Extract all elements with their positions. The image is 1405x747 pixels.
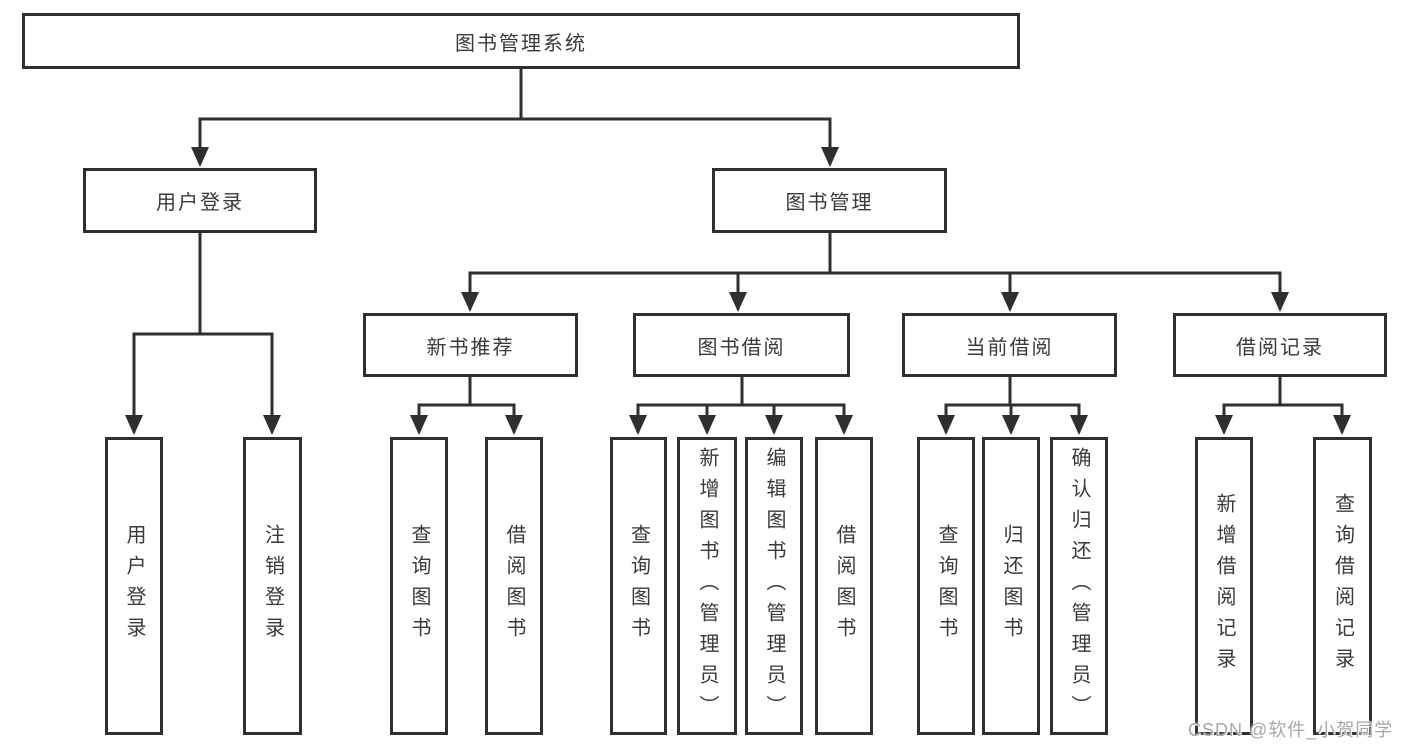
node-label: 确认归还（管理员） bbox=[1068, 446, 1090, 726]
node-label: 用户登录 bbox=[123, 524, 145, 648]
node-label: 用户登录 bbox=[156, 192, 244, 214]
node-leaf-query-books-borrowing: 查询图书 bbox=[610, 437, 667, 735]
node-label: 借阅记录 bbox=[1236, 336, 1324, 359]
node-label: 归还图书 bbox=[1000, 524, 1022, 648]
node-label: 查询图书 bbox=[627, 524, 650, 648]
node-label: 新书推荐 bbox=[426, 336, 515, 359]
node-book-borrowing: 图书借阅 bbox=[633, 313, 850, 377]
node-label: 编辑图书（管理员） bbox=[763, 446, 785, 726]
node-label: 查询借阅记录 bbox=[1331, 493, 1354, 679]
node-leaf-borrow-books-recommend: 借阅图书 bbox=[485, 437, 543, 735]
csdn-watermark: CSDN @软件_小贺同学 bbox=[1188, 720, 1394, 740]
node-leaf-borrow-books: 借阅图书 bbox=[815, 437, 873, 735]
node-leaf-add-borrow-record: 新增借阅记录 bbox=[1195, 437, 1253, 735]
node-label: 查询图书 bbox=[935, 524, 957, 648]
node-label: 借阅图书 bbox=[833, 524, 855, 648]
node-label: 当前借阅 bbox=[965, 336, 1054, 359]
node-label: 图书借阅 bbox=[697, 336, 786, 359]
node-user-login-group: 用户登录 bbox=[83, 168, 317, 233]
node-leaf-query-books-current: 查询图书 bbox=[917, 437, 975, 735]
node-leaf-edit-books-admin: 编辑图书（管理员） bbox=[745, 437, 803, 735]
node-label: 新增借阅记录 bbox=[1213, 493, 1235, 679]
node-leaf-add-books-admin: 新增图书（管理员） bbox=[677, 437, 737, 735]
node-book-management: 图书管理 bbox=[712, 168, 947, 233]
node-new-book-recommendation: 新书推荐 bbox=[363, 313, 578, 377]
node-library-management-system: 图书管理系统 bbox=[22, 13, 1020, 69]
node-label: 新增图书（管理员） bbox=[696, 446, 718, 726]
node-leaf-confirm-return-admin: 确认归还（管理员） bbox=[1050, 437, 1108, 735]
node-leaf-return-books: 归还图书 bbox=[982, 437, 1040, 735]
node-borrowing-records: 借阅记录 bbox=[1173, 313, 1387, 377]
node-current-borrowing: 当前借阅 bbox=[902, 313, 1117, 377]
node-label: 查询图书 bbox=[408, 524, 430, 648]
node-label: 图书管理 bbox=[785, 192, 874, 214]
node-leaf-logout: 注销登录 bbox=[243, 437, 302, 735]
node-leaf-query-borrow-record: 查询借阅记录 bbox=[1313, 437, 1372, 735]
node-leaf-query-books-recommend: 查询图书 bbox=[390, 437, 448, 735]
node-leaf-user-login: 用户登录 bbox=[105, 437, 163, 735]
node-label: 借阅图书 bbox=[503, 524, 525, 648]
node-label: 注销登录 bbox=[261, 524, 284, 648]
node-label: 图书管理系统 bbox=[455, 32, 587, 55]
